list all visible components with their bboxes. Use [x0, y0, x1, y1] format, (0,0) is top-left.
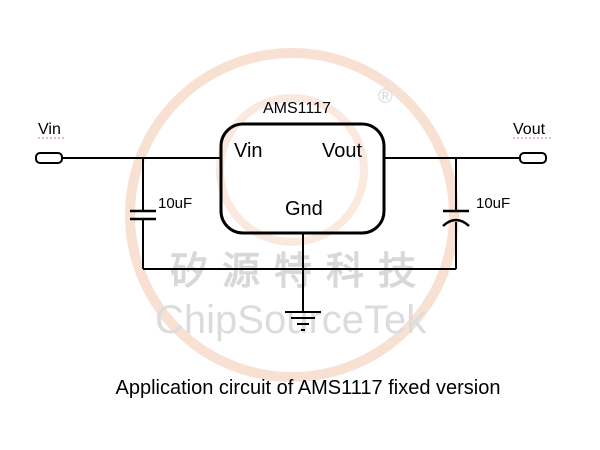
wires [62, 157, 520, 312]
watermark-english-text: ChipSourceTek [155, 298, 427, 342]
watermark-chinese-text: 矽源特科技 [170, 248, 430, 293]
vin-terminal-label: Vin [38, 121, 61, 138]
input-capacitor [130, 209, 156, 221]
watermark-logo-ring [125, 48, 459, 382]
vin-terminal [35, 152, 63, 164]
regulator-pin-vout: Vout [322, 140, 362, 162]
vout-terminal [519, 152, 547, 164]
diagram-caption: Application circuit of AMS1117 fixed ver… [115, 377, 500, 399]
input-capacitor-label: 10uF [158, 195, 192, 212]
registered-mark: ® [378, 86, 393, 108]
vout-terminal-label: Vout [513, 121, 546, 138]
regulator-name: AMS1117 [263, 100, 331, 117]
output-capacitor [442, 209, 470, 227]
output-capacitor-label: 10uF [476, 195, 510, 212]
regulator-pin-gnd: Gnd [285, 198, 323, 220]
ground-symbol [285, 311, 321, 331]
watermark-logo-inner [216, 94, 368, 246]
watermark: ® 矽源特科技 ChipSourceTek [125, 48, 459, 382]
regulator-pin-vin: Vin [234, 140, 263, 162]
output-cap-plate-curved [442, 218, 470, 227]
